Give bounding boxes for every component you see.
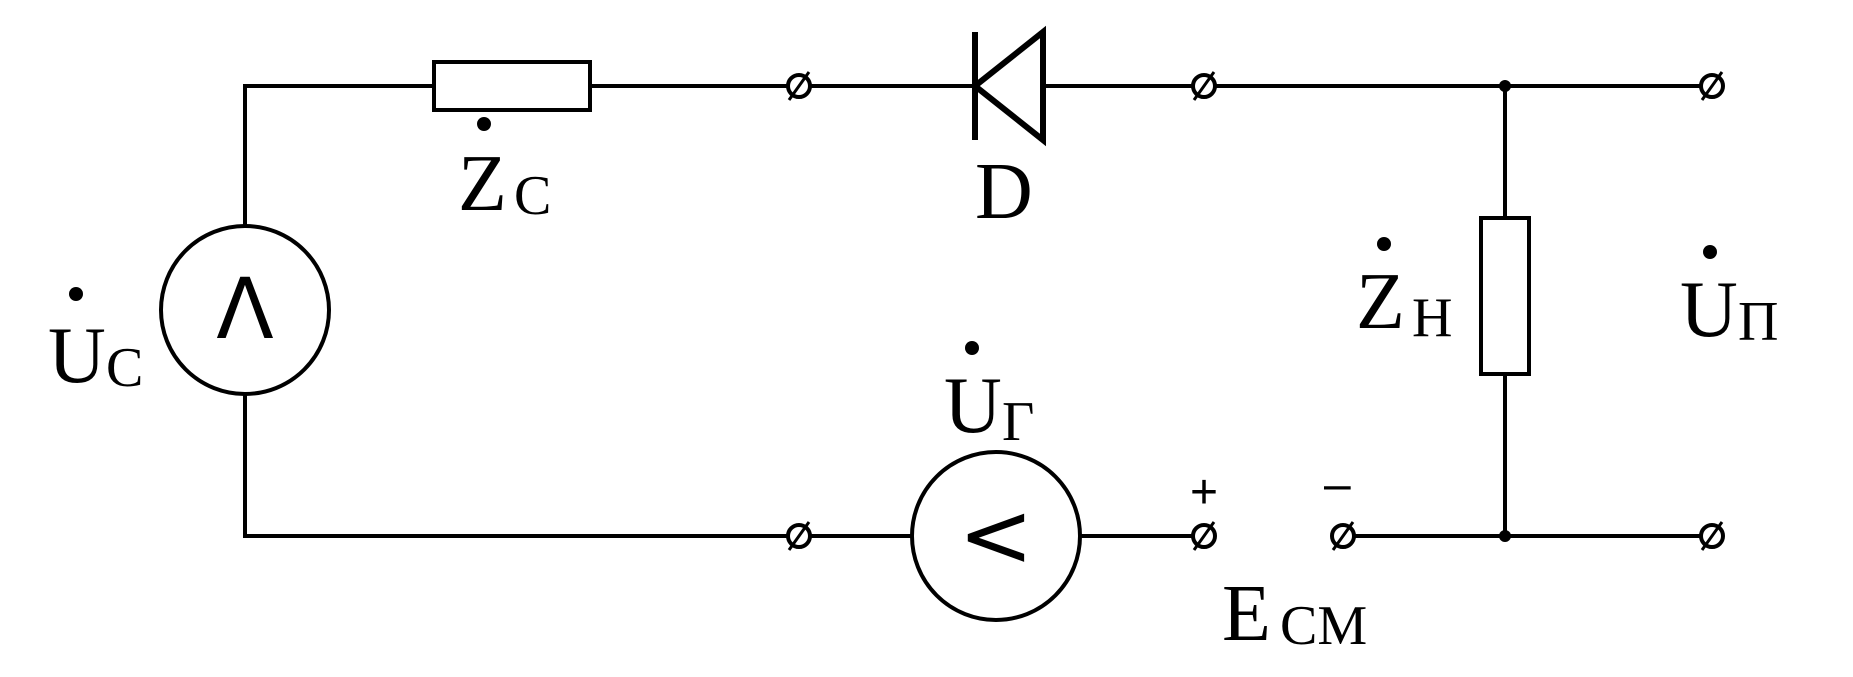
- terminal-bottom-minus: [1330, 521, 1356, 551]
- label-uc-sub: C: [106, 337, 143, 399]
- label-zn: Z Н: [1356, 237, 1452, 349]
- label-ug-main: U: [944, 362, 1002, 450]
- terminal-bottom-1: [786, 521, 812, 551]
- wires: [243, 84, 1702, 538]
- label-up: U П: [1680, 245, 1778, 354]
- label-ug: U Г: [944, 341, 1034, 453]
- junction-top: [1499, 80, 1511, 92]
- terminal-bottom-plus: [1191, 521, 1217, 551]
- label-zc-main: Z: [458, 140, 507, 228]
- diode-d: [970, 25, 1046, 147]
- label-ecm-main: E: [1222, 570, 1271, 658]
- label-uc: U C: [48, 287, 143, 400]
- label-plus: +: [1190, 466, 1218, 519]
- label-zc-sub: C: [514, 165, 551, 227]
- label-zn-sub: Н: [1412, 287, 1452, 349]
- terminal-top-right: [1699, 71, 1725, 101]
- junction-bottom: [1499, 530, 1511, 542]
- label-ecm-sub: СМ: [1280, 595, 1367, 657]
- impedance-zn: [1479, 216, 1531, 376]
- label-ug-sub: Г: [1002, 391, 1034, 453]
- label-ecm: E СМ: [1222, 570, 1367, 658]
- terminal-top-1: [786, 71, 812, 101]
- source-ug-glyph: <: [958, 483, 1033, 588]
- label-minus: –: [1324, 458, 1351, 511]
- label-d: D: [975, 148, 1033, 236]
- source-uc: Λ: [159, 224, 331, 396]
- terminal-bottom-right: [1699, 521, 1725, 551]
- label-up-sub: П: [1738, 291, 1778, 353]
- label-up-main: U: [1680, 266, 1738, 354]
- terminal-top-2: [1191, 71, 1217, 101]
- label-zc: Z C: [458, 117, 551, 228]
- terminals: [786, 71, 1725, 551]
- label-uc-main: U: [48, 312, 106, 400]
- source-ug: <: [910, 450, 1082, 622]
- label-zn-main: Z: [1356, 258, 1405, 346]
- source-uc-glyph: Λ: [216, 260, 273, 358]
- impedance-zc: [432, 60, 592, 112]
